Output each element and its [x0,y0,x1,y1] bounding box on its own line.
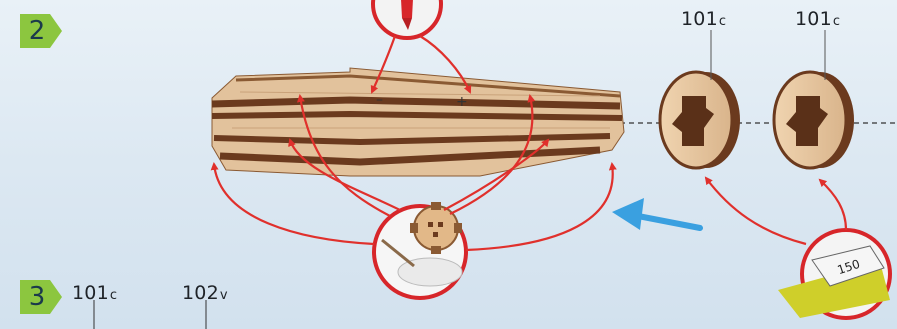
gear-glue-icon [374,202,466,298]
part-code: 101 [72,282,109,304]
part-suffix: c [833,14,840,29]
ring-part-label: 101c [795,8,840,30]
step-number: 3 [20,280,54,314]
glue-bottle-icon [373,0,441,38]
part-code: 102 [182,282,219,304]
part-suffix: c [110,288,117,303]
insert-direction-arrow-icon [612,198,700,230]
ring-part-label: 101c [681,8,726,30]
ring-part-1 [660,72,740,168]
step-number: 2 [20,14,54,48]
wooden-beam [212,68,624,176]
sandpaper-icon: 150 [778,230,890,318]
step3-part-label: 102v [182,282,228,304]
part-code: 101 [795,8,832,30]
sand-arrow [706,178,806,244]
beam-minus-mark: – [376,92,383,108]
beam-plus-mark: + [456,94,468,110]
part-suffix: c [719,14,726,29]
part-code: 101 [681,8,718,30]
step-badge-3: 3 [20,280,64,314]
sand-arrow [820,180,846,230]
glue-arrow [466,164,613,250]
step-badge-2: 2 [20,14,64,48]
step3-part-label: 101c [72,282,117,304]
ring-part-2 [774,72,854,168]
part-suffix: v [220,288,228,303]
